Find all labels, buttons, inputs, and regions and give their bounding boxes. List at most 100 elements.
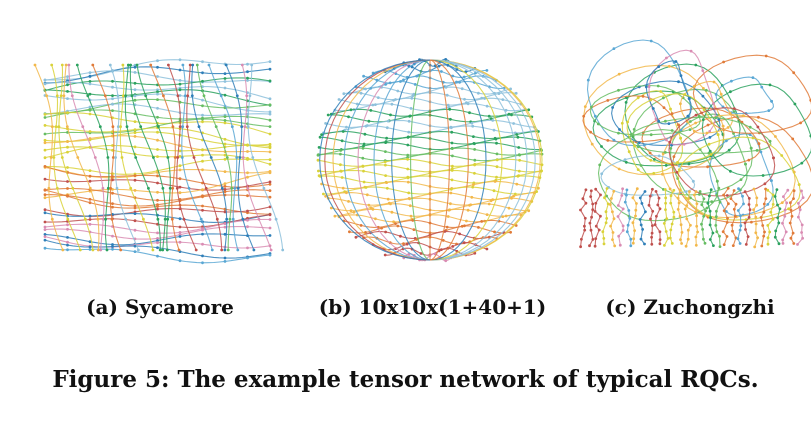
tensor-strand (319, 59, 431, 261)
tensor-node (579, 245, 582, 249)
tensor-strand (44, 189, 271, 215)
tensor-strand (429, 59, 541, 261)
tensor-node (268, 110, 272, 114)
tensor-strand (44, 124, 271, 149)
tensor-strand (429, 59, 536, 261)
tensor-strand (693, 191, 699, 246)
tensor-network-sycamore-graph (33, 58, 285, 265)
tensor-node (268, 103, 272, 107)
tensor-strand (429, 59, 487, 261)
tensor-node (268, 195, 272, 199)
tensor-strand (44, 146, 271, 165)
tensor-strand (760, 188, 767, 247)
tensor-node (268, 189, 272, 193)
tensor-strand (429, 59, 503, 261)
tensor-node (629, 244, 633, 248)
tensor-strand (589, 190, 594, 246)
tensor-strand (241, 64, 272, 251)
tensor-strand (429, 59, 528, 261)
tensor-strand (68, 64, 105, 251)
tensor-strand (774, 189, 781, 244)
tensor-strand (701, 83, 811, 177)
tensor-strand (679, 80, 733, 134)
tensor-strand (645, 60, 692, 125)
tensor-strand (332, 59, 431, 261)
tensor-strand (45, 135, 271, 153)
tensor-strand (92, 64, 122, 251)
tensor-strand (44, 109, 271, 121)
tensor-node (268, 218, 272, 221)
tensor-strand (781, 189, 789, 244)
tensor-strand (709, 133, 774, 217)
tensor-node (220, 248, 224, 252)
tensor-strand (589, 84, 701, 136)
tensor-strand (621, 90, 683, 175)
tensor-node (631, 241, 635, 245)
tensor-node (268, 60, 272, 63)
tensor-strand (707, 189, 714, 246)
figure-caption: Figure 5: The example tensor network of … (52, 366, 759, 393)
tensor-strand (167, 64, 197, 251)
tensor-node (348, 230, 351, 234)
tensor-node (764, 187, 767, 191)
subfigure-caption-b: (b) 10x10x(1+40+1) (318, 295, 547, 319)
tensor-strand (44, 236, 271, 249)
tensor-strand (624, 189, 632, 246)
tensor-strand (684, 191, 692, 247)
tensor-strand (594, 188, 602, 247)
tensor-node (317, 169, 320, 173)
tensor-node (593, 244, 597, 248)
tensor-node (268, 213, 272, 217)
tensor-strand (44, 247, 271, 264)
tensor-node (268, 144, 272, 148)
tensor-node (694, 243, 698, 247)
tensor-strand (225, 64, 255, 251)
tensor-node (191, 63, 195, 67)
tensor-strand (44, 144, 271, 159)
tensor-node (268, 67, 272, 71)
tensor-node (268, 118, 272, 122)
tensor-node (129, 63, 132, 67)
tensor-node (618, 243, 622, 247)
tensor-strand (744, 191, 751, 245)
tensor-strand (737, 188, 745, 244)
tensor-node (333, 214, 337, 218)
tensor-strand (632, 88, 753, 196)
subfigure-caption-a: (a) Sycamore (86, 295, 234, 319)
tensor-node (658, 242, 662, 246)
tensor-strand (715, 188, 721, 247)
tensor-network-10x10-graph (316, 58, 544, 263)
tensor-strand (44, 226, 271, 240)
tensor-strand (136, 64, 171, 251)
tensor-strand (63, 64, 100, 251)
tensor-strand (391, 59, 431, 261)
tensor-strand (797, 190, 804, 245)
tensor-node (688, 190, 691, 194)
tensor-strand (44, 66, 271, 84)
tensor-strand (76, 64, 110, 251)
tensor-strand (597, 129, 719, 222)
tensor-strand (602, 188, 609, 244)
tensor-strand (429, 59, 469, 261)
tensor-strand (44, 89, 271, 106)
tensor-node (281, 248, 285, 252)
tensor-node (43, 148, 47, 152)
subfigure-caption-c: (c) Zuchongzhi (605, 295, 775, 319)
tensor-strand (586, 39, 692, 147)
tensor-strand (208, 64, 239, 251)
tensor-strand (677, 189, 683, 244)
tensor-strand (582, 95, 681, 143)
tensor-node (268, 150, 272, 154)
tensor-strand (357, 59, 431, 261)
tensor-strand (119, 64, 154, 251)
tensor-node (268, 112, 272, 116)
tensor-strand (669, 190, 675, 244)
tensor-node (268, 226, 272, 230)
tensor-node (268, 253, 272, 257)
tensor-strand (51, 64, 81, 251)
tensor-node (43, 196, 47, 200)
tensor-strand (247, 65, 284, 251)
tensor-strand (609, 191, 616, 247)
tensor-strand (44, 233, 271, 246)
tensor-strand (639, 191, 647, 245)
